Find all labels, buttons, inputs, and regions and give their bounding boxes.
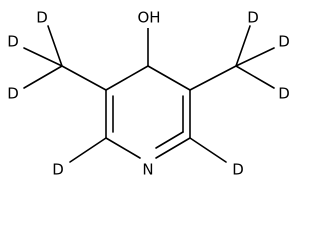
hydroxyl-label: OH — [137, 9, 160, 27]
bond-c2-n — [105, 137, 141, 159]
bond-left-methyl-d1 — [47, 25, 63, 67]
bond-c6-n — [155, 137, 191, 159]
bond-right-methyl-d1 — [235, 25, 251, 67]
bond-c6-d — [189, 137, 227, 163]
deuterium-ring-right: D — [232, 161, 244, 179]
n-label-bg — [140, 160, 158, 180]
bond-right-methyl-d3 — [235, 65, 275, 89]
nitrogen-label: N — [142, 161, 153, 179]
deuterium-ring-left: D — [52, 161, 64, 179]
oh-label-bg — [136, 8, 162, 28]
deuterium-right-middle: D — [278, 33, 290, 51]
bond-right-methyl-d2 — [235, 47, 275, 67]
bond-c4-c5 — [147, 65, 191, 91]
deuterium-left-top: D — [36, 9, 48, 27]
bond-c6-n-inner — [155, 131, 184, 149]
bond-c3-methyl — [61, 65, 107, 91]
bond-left-methyl-d3 — [23, 65, 63, 89]
deuterium-right-top: D — [247, 9, 259, 27]
bond-left-methyl-d2 — [23, 47, 63, 67]
deuterium-left-bottom: D — [7, 85, 19, 103]
bond-c2-d — [69, 137, 107, 163]
bond-c4-c3 — [105, 65, 149, 91]
deuterium-right-bottom: D — [278, 85, 290, 103]
deuterium-left-middle: D — [7, 33, 19, 51]
molecule-structure: OH N D D D D D D D D — [7, 8, 290, 180]
bond-c5-methyl — [189, 65, 237, 91]
